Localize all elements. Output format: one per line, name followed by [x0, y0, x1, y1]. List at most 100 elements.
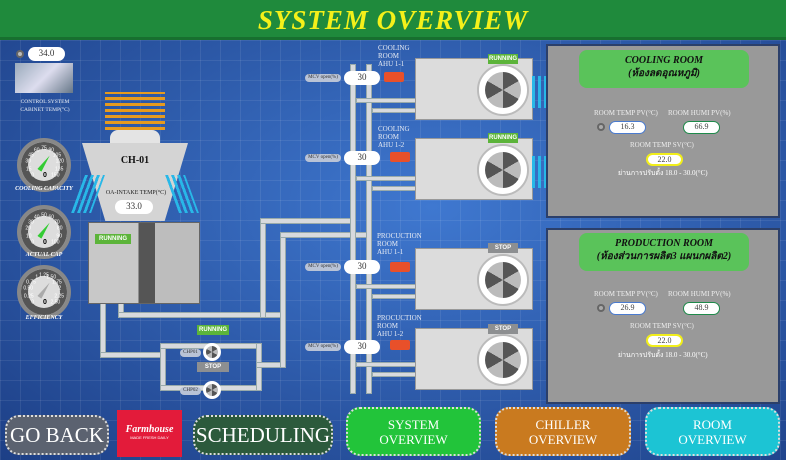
gauge-tick-label: 90 [48, 147, 55, 154]
temp-sv-input[interactable]: 22.0 [646, 334, 683, 347]
fan-icon [477, 64, 529, 116]
gauge-tick-label: 100 [51, 239, 60, 246]
gauge-tick-label: 120 [55, 158, 64, 165]
gauge-tick-label: 45 [28, 152, 34, 159]
ahu-status: RUNNING [488, 54, 518, 64]
pump-2-icon[interactable] [203, 381, 221, 399]
gauge-tick-label: 2.25 [54, 293, 65, 300]
fan-icon [477, 254, 529, 306]
setpoint-range: ย่านการปรับตั้ง 18.0 - 30.0(°C) [618, 351, 708, 359]
gauge-tick-label: 40 [33, 214, 40, 221]
humi-pv-label: ROOM HUMI PV(%) [668, 109, 731, 117]
gauge-tick-label: 50 [41, 212, 47, 219]
gauge-tick-label: 0.75 [26, 279, 36, 286]
chiller-status-badge: RUNNING [95, 234, 131, 244]
pump-2-label: CHP02 [180, 387, 201, 395]
header-bar: SYSTEM OVERVIEW [0, 0, 786, 40]
temp-pv-label: ROOM TEMP PV(°C) [594, 290, 658, 298]
ahu-status: STOP [488, 324, 518, 334]
mcv-label: MCV open(%) [305, 343, 341, 351]
cooling-capacity-label: COOLING CAPACITY [15, 186, 73, 192]
pump-1-icon[interactable] [203, 343, 221, 361]
go-back-button[interactable]: GO BACK [5, 415, 109, 455]
temp-pv-value: 26.9 [609, 302, 646, 315]
pump-2-status: STOP [197, 362, 229, 372]
pipe [100, 300, 106, 358]
mcv-label: MCV open(%) [305, 154, 341, 162]
temp-pv-label: ROOM TEMP PV(°C) [594, 109, 658, 117]
page-title: SYSTEM OVERVIEW [257, 5, 529, 35]
gauge-tick-label: 135 [55, 166, 64, 173]
pipe [260, 218, 355, 224]
cabinet-temp-value: 34.0 [28, 47, 65, 61]
pump-1-status: RUNNING [197, 325, 229, 335]
oa-intake-label: OA-INTAKE TEMP(°C) [105, 190, 167, 196]
gauge-tick-label: 150 [51, 172, 60, 179]
gauge-tick-label: 60 [48, 214, 55, 221]
return-header-pipe [366, 64, 372, 394]
gauge-tick-label: 15 [26, 166, 32, 173]
status-indicator [597, 123, 605, 131]
mcv-value[interactable]: 30 [344, 151, 380, 165]
status-indicator [597, 304, 605, 312]
airflow-icon [532, 156, 548, 188]
valve-icon [390, 340, 410, 350]
mcv-value[interactable]: 30 [344, 260, 380, 274]
supply-header-pipe [350, 64, 356, 394]
gauge-value: 0 [43, 239, 47, 246]
gauge-tick-label: 2.50 [50, 299, 61, 306]
gauge-value: 0 [43, 172, 47, 179]
valve-icon [390, 262, 410, 272]
valve-icon [390, 152, 410, 162]
oa-intake-value: 33.0 [115, 200, 153, 214]
fan-icon [477, 144, 529, 196]
humi-pv-value: 48.9 [683, 302, 720, 315]
chiller-top [110, 130, 160, 144]
temp-sv-label: ROOM TEMP SV(°C) [630, 322, 694, 330]
heat-exhaust-icon [105, 92, 165, 130]
pump-1-label: CHP01 [180, 349, 201, 357]
gauge-tick-label: 105 [52, 152, 62, 159]
gauge-tick-label: 30 [25, 158, 31, 165]
humi-pv-label: ROOM HUMI PV(%) [668, 290, 731, 298]
gauge-tick-label: 1 [35, 274, 39, 281]
mcv-label: MCV open(%) [305, 74, 341, 82]
efficiency-label: EFFICIENCY [25, 315, 63, 321]
gauge-needle [37, 154, 51, 172]
airflow-icon [532, 76, 548, 108]
production-room-panel: PRODUCTION ROOM(ห้องส่วนการผลิต3 แผนกผลิ… [546, 228, 780, 404]
gauge-tick-label: 10 [26, 233, 32, 240]
gauge-tick-label: 0.25 [23, 293, 34, 300]
gauge-tick-label: 90 [56, 233, 62, 240]
mcv-value[interactable]: 30 [344, 71, 380, 85]
gauge-value: 0 [43, 299, 47, 306]
scheduling-button[interactable]: SCHEDULING [193, 415, 333, 455]
gauge-tick-label: 20 [25, 225, 31, 232]
fan-icon [477, 334, 529, 386]
chiller-name: CH-01 [120, 155, 150, 166]
gauge-tick-label: 1.75 [52, 279, 62, 286]
room-title: PRODUCTION ROOM(ห้องส่วนการผลิต3 แผนกผลิ… [579, 233, 749, 271]
setpoint-range: ย่านการปรับตั้ง 18.0 - 30.0(°C) [618, 169, 708, 177]
temp-sv-input[interactable]: 22.0 [646, 153, 683, 166]
gauge-tick-label: 80 [57, 225, 63, 232]
pipe [280, 232, 372, 238]
gauge-tick-label: 0 [31, 172, 35, 179]
gauge-tick-label: 0.50 [23, 285, 34, 292]
mcv-value[interactable]: 30 [344, 340, 380, 354]
gauge-tick-label: 0 [31, 299, 35, 306]
mcv-label: MCV open(%) [305, 263, 341, 271]
room-title: COOLING ROOM(ห้องลดอุณหภูมิ) [579, 50, 749, 88]
pipe [280, 232, 286, 368]
gauge-tick-label: 1.50 [46, 274, 57, 281]
ahu-status: STOP [488, 243, 518, 253]
actual-cap-label: ACTUAL CAP [25, 252, 63, 258]
cooling-room-panel: COOLING ROOM(ห้องลดอุณหภูมิ) ROOM TEMP P… [546, 44, 780, 218]
